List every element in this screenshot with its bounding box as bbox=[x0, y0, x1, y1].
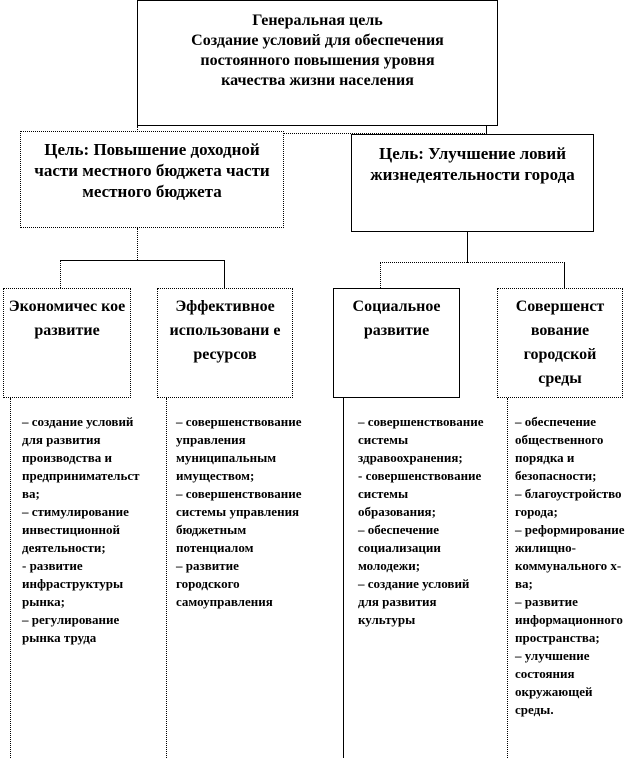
general-goal-text: Создание условий для обеспечения постоян… bbox=[191, 32, 444, 89]
task-list-urban: – обеспечение общественного порядка и бе… bbox=[515, 413, 633, 719]
task-item: – создание условий для развития культуры bbox=[358, 576, 470, 627]
goal-text: Цель: Повышение доходной части местного … bbox=[34, 140, 270, 201]
connector bbox=[283, 133, 487, 134]
direction-box-economic: Экономичес кое развитие bbox=[3, 288, 131, 398]
task-item: – благоустройство города; bbox=[515, 486, 622, 519]
task-item: – реформирование жилищно-коммунального х… bbox=[515, 522, 625, 591]
task-item: – создание условий для развития производ… bbox=[22, 414, 140, 501]
task-item: – развитие информационного пространства; bbox=[515, 594, 623, 645]
task-item: – обеспечение социализации молодежи; bbox=[358, 522, 441, 573]
task-list-resources: – совершенствование управления муниципал… bbox=[176, 413, 304, 611]
connector bbox=[60, 260, 225, 261]
connector bbox=[380, 262, 565, 263]
connector bbox=[486, 126, 487, 134]
task-item: – стимулирование инвестиционной деятельн… bbox=[22, 504, 129, 555]
task-list-economic: – создание условий для развития производ… bbox=[22, 413, 140, 647]
direction-title: Экономичес кое развитие bbox=[8, 298, 126, 339]
column-line bbox=[507, 398, 508, 758]
column-line bbox=[10, 398, 11, 758]
connector bbox=[137, 228, 138, 260]
task-item: – обеспечение общественного порядка и бе… bbox=[515, 414, 604, 483]
connector bbox=[137, 126, 138, 132]
task-item: – совершенствование системы здравоохране… bbox=[358, 414, 484, 465]
general-goal-box: Генеральная цель Создание условий для об… bbox=[137, 0, 498, 126]
column-line bbox=[343, 398, 344, 758]
task-item: – совершенствование системы управления б… bbox=[176, 486, 302, 555]
direction-title: Социальное развитие bbox=[352, 298, 441, 339]
column-line bbox=[166, 398, 167, 758]
task-item: – улучшение состояния окружающей среды. bbox=[515, 648, 593, 717]
goal-box-budget: Цель: Повышение доходной части местного … bbox=[20, 131, 284, 228]
task-item: - совершенствование системы образования; bbox=[358, 468, 482, 519]
task-item: – развитие городского самоуправления bbox=[176, 558, 273, 609]
connector bbox=[564, 262, 565, 288]
goal-text: Цель: Улучшение ловий жизнедеятельности … bbox=[370, 144, 575, 184]
direction-box-social: Социальное развитие bbox=[333, 288, 460, 398]
general-goal-title: Генеральная цель bbox=[252, 12, 383, 29]
connector bbox=[224, 260, 225, 288]
direction-box-resources: Эффективное использовани е ресурсов bbox=[157, 288, 293, 398]
direction-box-urban: Совершенст вование городской среды bbox=[497, 288, 623, 398]
task-item: - развитие инфраструктуры рынка; bbox=[22, 558, 124, 609]
task-item: – совершенствование управления муниципал… bbox=[176, 414, 302, 483]
goal-box-living: Цель: Улучшение ловий жизнедеятельности … bbox=[351, 134, 594, 232]
direction-title: Эффективное использовани е ресурсов bbox=[169, 298, 281, 363]
connector bbox=[467, 232, 468, 263]
connector bbox=[60, 260, 61, 288]
direction-title: Совершенст вование городской среды bbox=[515, 298, 605, 387]
task-list-social: – совершенствование системы здравоохране… bbox=[358, 413, 488, 629]
connector bbox=[380, 262, 381, 288]
task-item: – регулирование рынка труда bbox=[22, 612, 120, 645]
